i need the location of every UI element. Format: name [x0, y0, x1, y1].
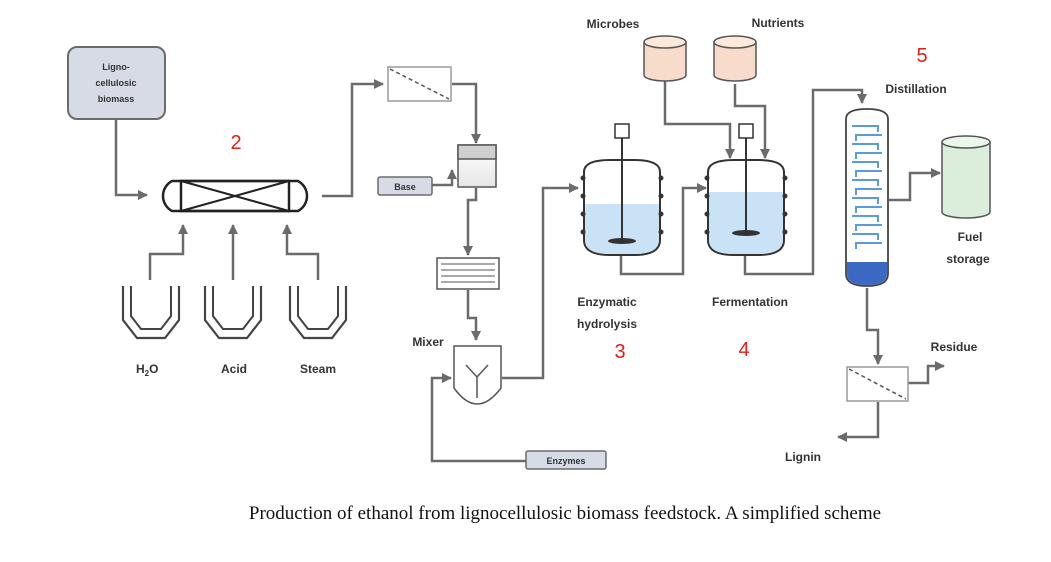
fermentation-label: Fermentation [712, 295, 788, 309]
nutrients-tank [713, 35, 757, 82]
mixer-vessel [453, 345, 502, 405]
fuel-label-line2: storage [946, 252, 990, 266]
nutrients-label: Nutrients [752, 16, 805, 30]
step-number-hydrolysis: 3 [614, 341, 625, 363]
water-vessel [121, 286, 181, 340]
hydrolysis-reactor [580, 123, 664, 256]
biomass-label-line2: cellulosic [95, 78, 136, 88]
base-label: Base [394, 182, 416, 192]
step-number-distillation: 5 [916, 45, 927, 67]
fuel-label-line1: Fuel [958, 230, 983, 244]
biomass-label-line3: biomass [98, 94, 135, 104]
figure-caption: Production of ethanol from lignocellulos… [249, 503, 881, 524]
steam-vessel [288, 286, 348, 340]
pretreatment-reactor [161, 179, 309, 213]
microbes-tank [643, 35, 687, 82]
microbes-label: Microbes [587, 17, 640, 31]
distillation-column [845, 108, 889, 287]
distillation-label: Distillation [885, 82, 946, 96]
acid-vessel [203, 286, 263, 340]
step-number-pretreatment: 2 [230, 132, 241, 154]
fuel-storage-tank [941, 135, 991, 219]
heat-exchanger [436, 257, 500, 290]
solids-filter [387, 66, 452, 102]
water-label: H2O [136, 362, 158, 378]
step-number-fermentation: 4 [738, 339, 749, 361]
hydrolysis-label-line2: hydrolysis [577, 317, 637, 331]
enzymes-label: Enzymes [546, 456, 585, 466]
fermentation-reactor [704, 123, 788, 256]
mixer-label: Mixer [412, 335, 444, 349]
acid-label: Acid [221, 362, 247, 376]
hydrolysis-label-line1: Enzymatic [577, 295, 637, 309]
biomass-label-line1: Ligno- [102, 62, 130, 72]
steam-label: Steam [300, 362, 336, 376]
flow-lines [114, 79, 945, 463]
residue-label: Residue [931, 340, 978, 354]
lignin-label: Lignin [785, 450, 821, 464]
neutralization-tank [457, 144, 497, 188]
residue-filter [846, 366, 909, 402]
base-box: Base [377, 176, 433, 196]
enzymes-box: Enzymes [525, 450, 607, 470]
biomass-feed-box: Ligno- cellulosic biomass [67, 46, 166, 120]
